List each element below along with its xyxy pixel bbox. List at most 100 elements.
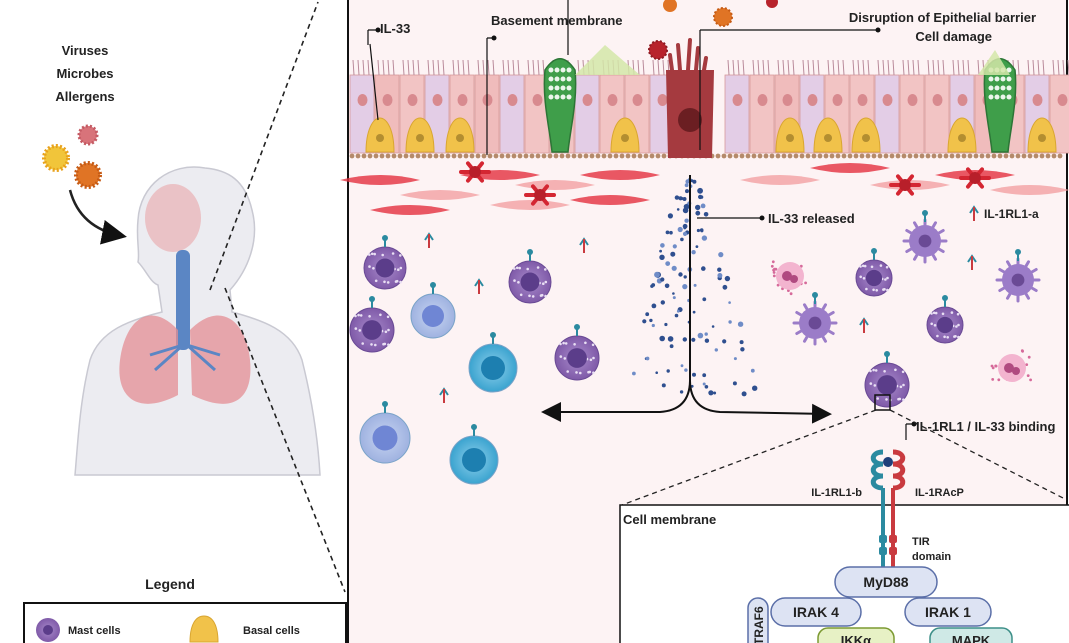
il1rl1-a-receptor <box>969 205 979 221</box>
fibroblast <box>370 205 450 215</box>
fibroblast-star <box>524 184 556 206</box>
epithelial-cell <box>724 59 750 154</box>
label-il1rl1-a: IL-1RL1-a <box>984 207 1039 221</box>
mast-cell <box>554 324 600 381</box>
epithelial-cell <box>749 59 775 154</box>
label-cell-damage: Cell damage <box>915 29 992 44</box>
fibroblast <box>740 175 820 185</box>
goblet-cell <box>543 58 577 153</box>
microbe-icon <box>766 0 778 8</box>
traf6-node: TRAF6 <box>747 597 769 643</box>
ikk-label: IKKα <box>841 633 871 643</box>
immune-cells <box>349 205 1041 485</box>
spread-arrow-right <box>689 379 832 424</box>
neutrophil <box>770 260 807 296</box>
inhale-arrow <box>68 189 127 245</box>
fibroblast <box>990 185 1069 195</box>
label-basement-membrane: Basement membrane <box>491 13 623 28</box>
microbe-icon <box>77 124 99 146</box>
legend-mast-cells: Mast cells <box>68 625 121 637</box>
mast-cell <box>363 235 407 290</box>
il1rl1-a-receptor <box>859 317 869 333</box>
ikk-node: IKKα <box>817 627 895 643</box>
il1rl1-a-receptor <box>439 387 449 403</box>
left-panel: Viruses Microbes Allergens Legend Mast c… <box>23 1 347 643</box>
epithelial-cell <box>574 59 600 154</box>
mapk-node: MAPK <box>929 627 1013 643</box>
microbe-icon <box>648 40 668 60</box>
trigger-microbes: Microbes <box>56 66 113 81</box>
traf6-label: TRAF6 <box>752 606 766 643</box>
mast-cell <box>855 248 893 297</box>
mapk-label: MAPK <box>952 633 991 643</box>
human-body-icon <box>74 166 321 476</box>
zoom-line-upper <box>209 1 319 291</box>
allergen-icon <box>42 144 70 172</box>
right-lung <box>190 315 251 404</box>
label-il33: IL-33 <box>380 21 410 36</box>
nasal-cavity <box>145 184 201 252</box>
myd88-node: MyD88 <box>834 566 938 598</box>
eosinophil <box>995 249 1041 303</box>
zoom-line-inset-right <box>889 409 1068 501</box>
lymphocyte <box>410 282 456 339</box>
epithelial-cell <box>399 59 425 154</box>
basal-cell-icon <box>189 615 219 643</box>
zoom-line-lower <box>224 287 346 593</box>
label-il33-released: IL-33 released <box>768 211 855 226</box>
virus-icon <box>713 7 733 27</box>
label-disruption: Disruption of Epithelial barrier <box>849 10 1036 25</box>
eosinophil <box>792 292 838 346</box>
basement-membrane-line <box>349 153 1063 159</box>
eosinophil <box>902 210 948 264</box>
zoom-line-inset-left <box>621 409 877 506</box>
il33-bound-icon <box>883 457 893 467</box>
trachea <box>176 250 190 350</box>
label-tir: TIR <box>912 536 930 548</box>
trigger-viruses: Viruses <box>62 43 109 58</box>
zoom-box <box>874 394 891 411</box>
fibroblast-star <box>959 167 991 189</box>
il1rl1-a-receptor <box>967 254 977 270</box>
irak1-label: IRAK 1 <box>925 604 971 620</box>
annotation-dots <box>375 27 917 427</box>
lymphocyte <box>359 401 411 464</box>
trigger-allergens: Allergens <box>55 89 114 104</box>
label-cell-membrane: Cell membrane <box>623 512 716 527</box>
myd88-label: MyD88 <box>863 574 908 590</box>
virus-icon <box>74 161 102 189</box>
mast-cell <box>926 295 964 344</box>
epithelial-cell <box>924 59 950 154</box>
irak4-node: IRAK 4 <box>770 597 862 627</box>
fibroblast <box>340 175 420 185</box>
mast-cell <box>349 296 395 353</box>
epithelial-cell <box>499 59 525 154</box>
il1rl1-a-receptor <box>424 232 434 248</box>
fibroblast <box>570 195 650 205</box>
neutrophil <box>990 349 1032 382</box>
il1rl1-a-receptor <box>474 278 484 294</box>
signaling-inset: Cell membrane IL-1RL1-b IL-1RAcP TIR dom… <box>619 449 1069 643</box>
fibroblast <box>490 200 570 210</box>
damaged-epithelial-cell <box>666 38 714 158</box>
left-lung <box>119 315 178 404</box>
virus-icon <box>663 0 677 12</box>
allergen-particles <box>42 124 102 189</box>
legend-box <box>23 602 347 643</box>
il1racp-receptor <box>889 449 906 570</box>
fibroblast-layer <box>340 161 1069 215</box>
lymphocyte <box>449 424 499 485</box>
fibroblast-star <box>889 174 921 196</box>
il33-released-particles <box>632 178 758 397</box>
label-il1racp: IL-1RAcP <box>915 487 964 499</box>
label-il1rl1-b: IL-1RL1-b <box>811 487 862 499</box>
fibroblast-star <box>459 161 491 183</box>
il1rl1-b-receptor <box>870 449 887 570</box>
legend-title: Legend <box>145 576 195 592</box>
fibroblast <box>580 170 660 180</box>
irak4-label: IRAK 4 <box>793 604 839 620</box>
epithelial-cell <box>349 59 375 154</box>
irak1-node: IRAK 1 <box>904 597 992 627</box>
